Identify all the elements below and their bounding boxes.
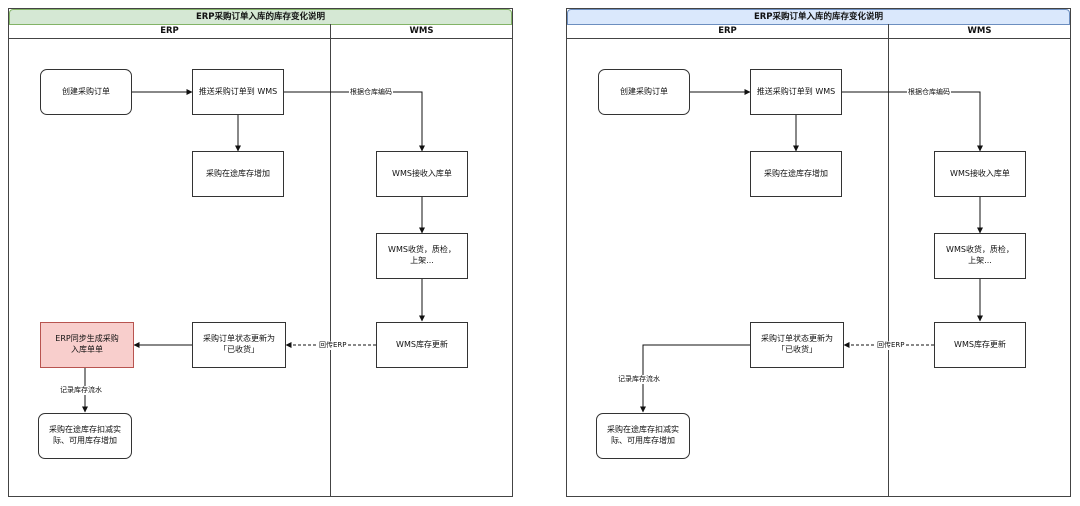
lane-erp-header: ERP bbox=[567, 24, 888, 39]
node-wms-receive-qc: WMS收货，质检，上架... bbox=[934, 233, 1026, 279]
diagram-left: ERP采购订单入库的库存变化说明 ERP WMS 创建采购订单 推送采购订单到 … bbox=[8, 8, 513, 497]
edge-status-to-final bbox=[640, 344, 750, 413]
node-push-po: 推送采购订单到 WMS bbox=[750, 69, 842, 115]
node-wms-stock-update: WMS库存更新 bbox=[934, 322, 1026, 368]
lane-divider bbox=[330, 24, 331, 496]
label-by-warehouse-code: 根据仓库编码 bbox=[907, 88, 951, 97]
node-wms-receive-order: WMS接收入库单 bbox=[376, 151, 468, 197]
lane-wms-header: WMS bbox=[331, 24, 512, 39]
node-final-stock-change: 采购在途库存扣减实际、可用库存增加 bbox=[596, 413, 690, 459]
node-create-po: 创建采购订单 bbox=[40, 69, 132, 115]
node-wms-stock-update: WMS库存更新 bbox=[376, 322, 468, 368]
label-callback-erp: 回传ERP bbox=[318, 341, 348, 350]
connector-layer bbox=[640, 89, 983, 413]
node-final-stock-change: 采购在途库存扣减实际、可用库存增加 bbox=[38, 413, 132, 459]
edge-push-to-wms bbox=[284, 91, 425, 152]
diagram-title: ERP采购订单入库的库存变化说明 bbox=[9, 9, 512, 25]
label-record-stock-flow: 记录库存流水 bbox=[617, 375, 661, 384]
diagram-right: ERP采购订单入库的库存变化说明 ERP WMS 创建采购订单 推送采购订单到 … bbox=[566, 8, 1071, 497]
lane-divider bbox=[888, 24, 889, 496]
node-erp-sync-receipt: ERP同步生成采购入库单单 bbox=[40, 322, 134, 368]
node-po-status-update: 采购订单状态更新为「已收货」 bbox=[192, 322, 286, 368]
node-po-status-update: 采购订单状态更新为「已收货」 bbox=[750, 322, 844, 368]
label-by-warehouse-code: 根据仓库编码 bbox=[349, 88, 393, 97]
node-in-transit-increase: 采购在途库存增加 bbox=[750, 151, 842, 197]
node-create-po: 创建采购订单 bbox=[598, 69, 690, 115]
edge-push-to-wms bbox=[842, 91, 983, 152]
diagram-title: ERP采购订单入库的库存变化说明 bbox=[567, 9, 1070, 25]
lane-erp-header: ERP bbox=[9, 24, 330, 39]
lane-wms-header: WMS bbox=[889, 24, 1070, 39]
node-wms-receive-order: WMS接收入库单 bbox=[934, 151, 1026, 197]
node-wms-receive-qc: WMS收货，质检，上架... bbox=[376, 233, 468, 279]
label-record-stock-flow: 记录库存流水 bbox=[59, 386, 103, 395]
node-in-transit-increase: 采购在途库存增加 bbox=[192, 151, 284, 197]
node-push-po: 推送采购订单到 WMS bbox=[192, 69, 284, 115]
label-callback-erp: 回传ERP bbox=[876, 341, 906, 350]
